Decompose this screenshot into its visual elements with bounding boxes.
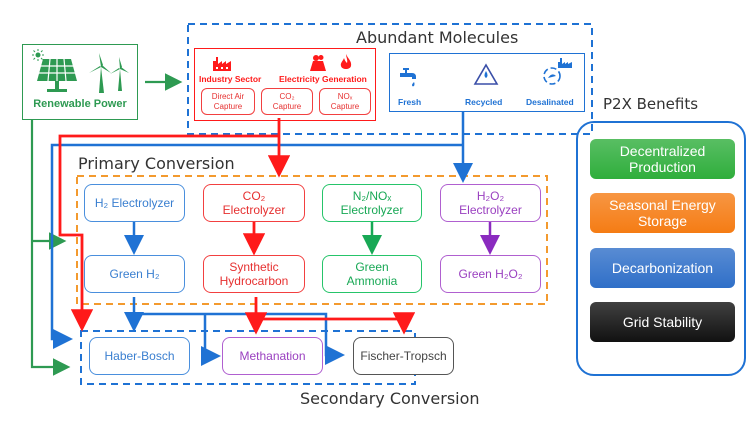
primary-conversion-title: Primary Conversion	[78, 154, 235, 173]
capture-co2: CO₂ Capture	[261, 88, 313, 115]
green-ammonia-product: Green Ammonia	[322, 255, 422, 293]
product-line1: Synthetic	[229, 260, 279, 274]
h2o2-electrolyzer: H₂O₂ Electrolyzer	[440, 184, 541, 222]
fischer-tropsch-process: Fischer-Tropsch	[353, 337, 454, 375]
benefit-seasonal-energy-storage: Seasonal Energy Storage	[590, 193, 735, 233]
industry-sector-label: Industry Sector	[199, 74, 262, 84]
recycle-icon	[473, 63, 499, 85]
synthetic-hydrocarbon-product: Synthetic Hydrocarbon	[203, 255, 305, 293]
haber-bosch-process: Haber-Bosch	[89, 337, 190, 375]
secondary-conversion-title: Secondary Conversion	[300, 389, 480, 408]
benefit-grid-stability: Grid Stability	[590, 302, 735, 342]
product-line2: Ammonia	[346, 274, 398, 288]
electrolyzer-line1: H₂ Electrolyzer	[94, 196, 175, 210]
flame-icon	[340, 54, 352, 69]
benefits-title: P2X Benefits	[603, 95, 699, 113]
capture-nox: NOₓ Capture	[319, 88, 371, 115]
product-line1: Green H₂	[109, 267, 160, 281]
product-line1: Green	[355, 260, 389, 274]
capture-line1: CO₂	[279, 91, 295, 101]
water-recycled-label: Recycled	[465, 97, 503, 107]
sun-icon	[32, 49, 44, 61]
electrolyzer-line1: N₂/NOₓ	[352, 189, 392, 203]
hydrocarbon-distribution-lines	[244, 297, 416, 335]
electricity-generation-label: Electricity Generation	[279, 74, 367, 84]
process-label: Fischer-Tropsch	[360, 349, 447, 363]
capture-line1: Direct Air	[211, 91, 245, 101]
process-label: Methanation	[239, 349, 306, 363]
green-h2-product: Green H₂	[84, 255, 185, 293]
n2-nox-electrolyzer: N₂/NOₓ Electrolyzer	[322, 184, 422, 222]
wind-turbine-icon	[89, 53, 129, 93]
solar-panel-icon	[37, 59, 77, 92]
faucet-icon	[400, 68, 416, 87]
product-line1: Green H₂O₂	[458, 267, 523, 281]
benefit-decentralized-production: Decentralized Production	[590, 139, 735, 179]
desalination-icon	[543, 58, 572, 85]
methanation-process: Methanation	[222, 337, 323, 375]
capture-line1: NOₓ	[337, 91, 353, 101]
electrolyzer-line2: Electrolyzer	[340, 203, 404, 217]
process-label: Haber-Bosch	[104, 349, 175, 363]
abundant-molecules-title: Abundant Molecules	[356, 28, 519, 47]
benefits-panel: Decentralized Production Seasonal Energy…	[576, 121, 746, 376]
benefit-label: Decarbonization	[611, 260, 714, 276]
benefit-label: Grid Stability	[622, 314, 703, 330]
water-supply-lines	[50, 112, 473, 349]
benefit-decarbonization: Decarbonization	[590, 248, 735, 288]
electrolyzer-line2: Electrolyzer	[222, 203, 286, 217]
electrolyzer-line2: Electrolyzer	[459, 203, 522, 217]
product-line2: Hydrocarbon	[219, 274, 289, 288]
factory-icon	[213, 57, 231, 71]
capture-direct-air: Direct Air Capture	[201, 88, 255, 115]
water-desalinated-label: Desalinated	[526, 97, 574, 107]
renewable-power-lines	[30, 73, 183, 376]
renewable-power-label: Renewable Power	[33, 98, 127, 110]
green-h2o2-product: Green H₂O₂	[440, 255, 541, 293]
electrolyzer-line1: H₂O₂	[476, 189, 505, 203]
water-sources-box: Fresh Recycled Desalinated	[389, 53, 585, 112]
co2-supply-lines	[58, 118, 291, 332]
power-plant-icon	[310, 55, 326, 71]
co2-electrolyzer: CO₂ Electrolyzer	[203, 184, 305, 222]
water-fresh-label: Fresh	[398, 97, 422, 107]
capture-line2: Capture	[213, 101, 243, 111]
capture-line2: Capture	[272, 101, 302, 111]
electrolyzer-line1: CO₂	[242, 189, 266, 203]
co2-sources-box: Industry Sector Electricity Generation D…	[194, 48, 376, 121]
h2-electrolyzer: H₂ Electrolyzer	[84, 184, 185, 222]
benefit-label: Seasonal Energy Storage	[609, 197, 716, 229]
benefit-label: Decentralized Production	[619, 143, 706, 175]
capture-line2: Capture	[330, 101, 360, 111]
renewable-power-box: Renewable Power	[22, 44, 138, 120]
